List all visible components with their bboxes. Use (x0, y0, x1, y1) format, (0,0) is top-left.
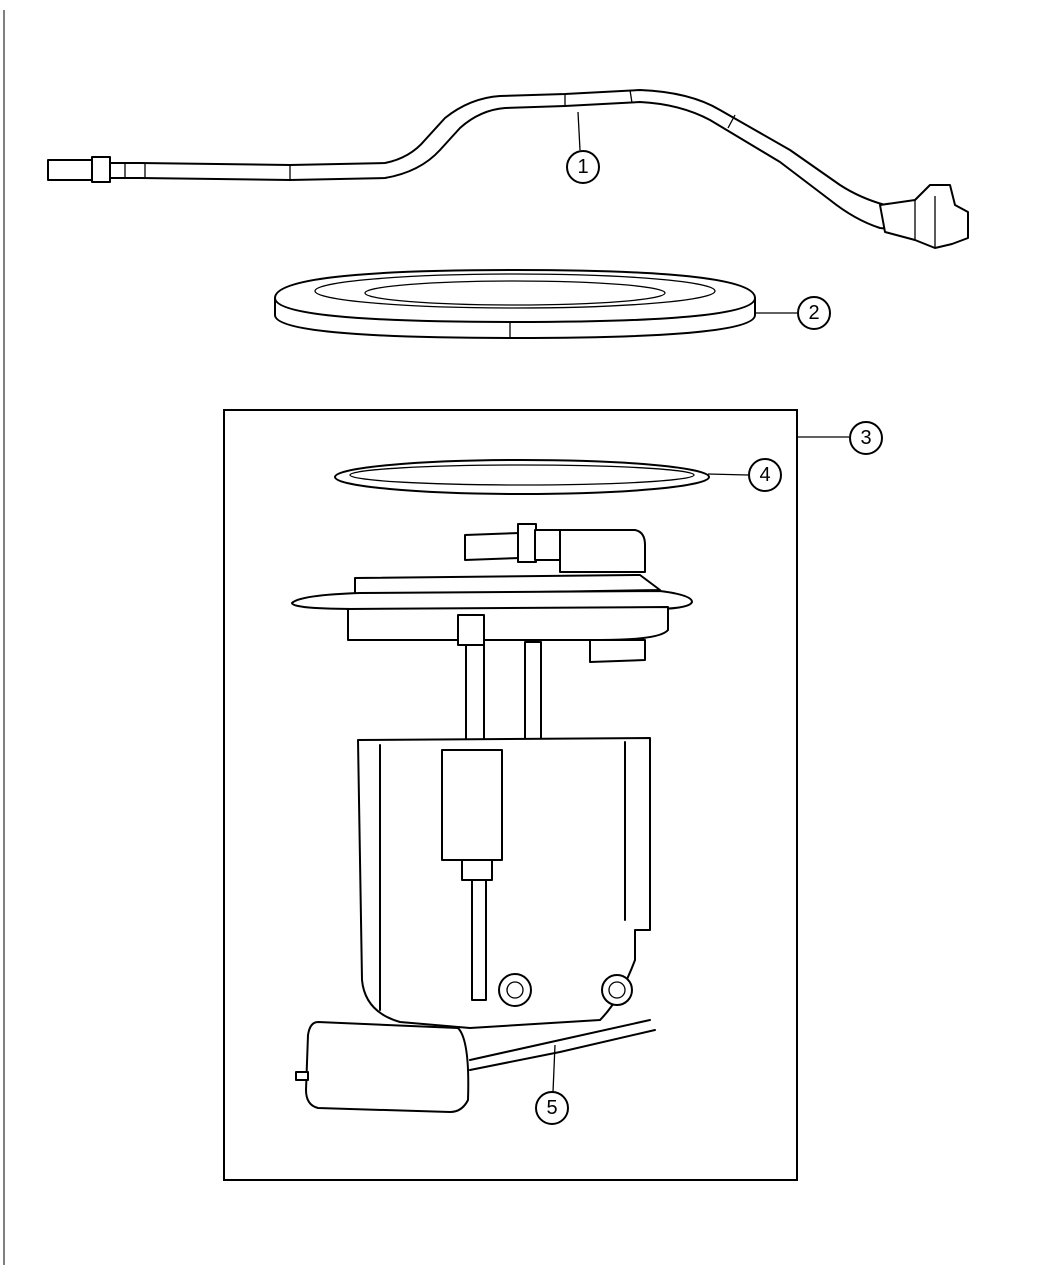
callout-label: 4 (759, 464, 770, 486)
fuel-pump-module (291, 523, 693, 1113)
callout-1: 1 (566, 150, 600, 184)
lock-ring (274, 269, 756, 339)
seal-ring (334, 459, 710, 495)
callout-circle (797, 296, 831, 330)
kit-box (223, 409, 798, 1181)
leader-lines (552, 111, 849, 1093)
callout-2: 2 (797, 296, 831, 330)
callout-5: 5 (535, 1091, 569, 1125)
callout-circle (849, 421, 883, 455)
callout-circle (748, 458, 782, 492)
callout-4: 4 (748, 458, 782, 492)
callout-label: 2 (808, 302, 819, 324)
callout-label: 1 (577, 156, 588, 178)
callout-circle (535, 1091, 569, 1125)
callout-label: 3 (860, 427, 871, 449)
callout-circle (566, 150, 600, 184)
wiring-harness (47, 89, 969, 249)
callout-label: 5 (546, 1097, 557, 1119)
callout-3: 3 (849, 421, 883, 455)
